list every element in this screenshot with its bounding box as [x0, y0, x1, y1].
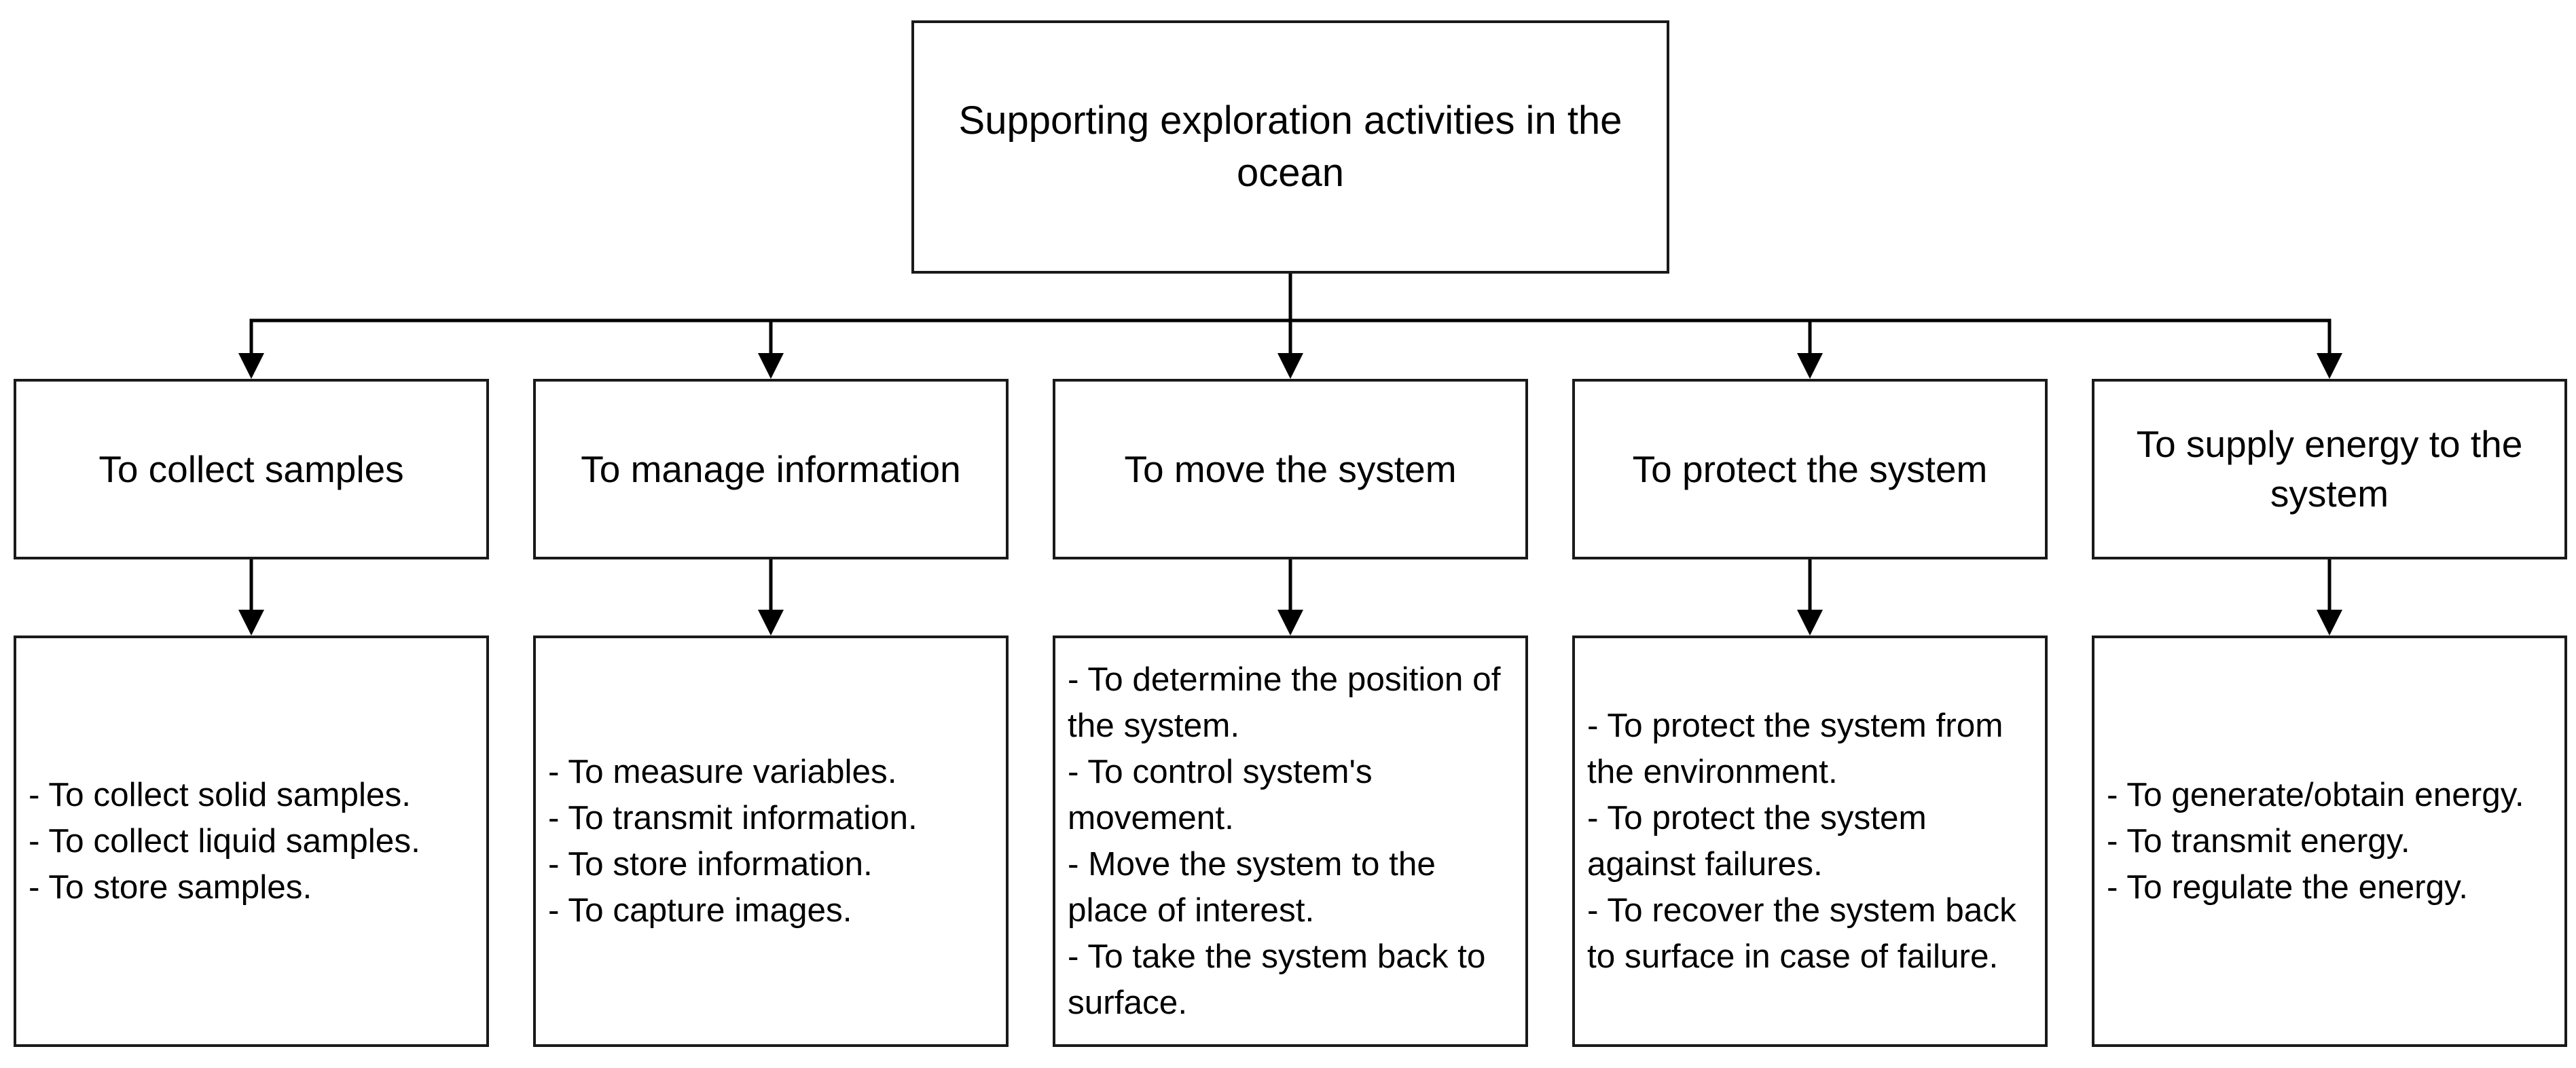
function-box-protect-system: To protect the system — [1572, 379, 2048, 559]
subfunction-item: - To collect liquid samples. — [29, 822, 420, 860]
subfunction-list: - To protect the system from the environ… — [1587, 703, 2033, 980]
arrow-to-function-0-head — [238, 353, 264, 379]
subfunction-item: - To recover the system back to surface … — [1587, 891, 2016, 975]
arrow-to-function-3-head — [1797, 353, 1823, 379]
subfunction-item: - To protect the system from the environ… — [1587, 707, 2003, 790]
arrow-to-subfunctions-2-head — [1277, 610, 1303, 636]
subfunction-list: - To determine the position of the syste… — [1068, 657, 1513, 1026]
function-label: To manage information — [581, 447, 961, 490]
subfunction-item: - To capture images. — [548, 891, 852, 929]
subfunction-list: - To measure variables. - To transmit in… — [548, 749, 918, 934]
subfunction-item: - To collect solid samples. — [29, 776, 412, 813]
function-label: To protect the system — [1632, 447, 1988, 490]
subfunction-item: - To generate/obtain energy. — [2107, 776, 2524, 813]
function-label: To collect samples — [98, 447, 404, 490]
function-label: To supply energy to the system — [2136, 423, 2523, 515]
subfunction-item: - To transmit information. — [548, 799, 918, 836]
subfunction-item: - To transmit energy. — [2107, 822, 2410, 860]
subfunction-box-move-system: - To determine the position of the syste… — [1053, 636, 1528, 1047]
root-function-label: Supporting exploration activities in the… — [958, 98, 1622, 195]
subfunction-box-supply-energy: - To generate/obtain energy. - To transm… — [2092, 636, 2567, 1047]
subfunction-item: - To store samples. — [29, 868, 312, 906]
function-label: To move the system — [1124, 447, 1457, 490]
function-box-supply-energy: To supply energy to the system — [2092, 379, 2567, 559]
arrow-to-function-4-head — [2317, 353, 2342, 379]
subfunction-item: - To control system's movement. — [1068, 753, 1373, 836]
arrow-to-subfunctions-0-head — [238, 610, 264, 636]
arrow-to-subfunctions-3-head — [1797, 610, 1823, 636]
subfunction-box-manage-information: - To measure variables. - To transmit in… — [533, 636, 1009, 1047]
subfunction-item: - To measure variables. — [548, 753, 897, 790]
subfunction-item: - To determine the position of the syste… — [1068, 661, 1501, 744]
subfunction-item: - To store information. — [548, 845, 873, 883]
arrow-to-function-2-head — [1277, 353, 1303, 379]
arrow-to-subfunctions-4-head — [2317, 610, 2342, 636]
subfunction-item: - To take the system back to surface. — [1068, 938, 1486, 1021]
subfunction-item: - Move the system to the place of intere… — [1068, 845, 1436, 929]
subfunction-list: - To generate/obtain energy. - To transm… — [2107, 772, 2524, 910]
arrow-to-subfunctions-1-head — [758, 610, 784, 636]
function-box-move-system: To move the system — [1053, 379, 1528, 559]
root-function-box: Supporting exploration activities in the… — [911, 20, 1669, 274]
subfunction-box-protect-system: - To protect the system from the environ… — [1572, 636, 2048, 1047]
arrow-to-function-1-head — [758, 353, 784, 379]
subfunction-item: - To protect the system against failures… — [1587, 799, 1927, 883]
subfunction-box-collect-samples: - To collect solid samples. - To collect… — [14, 636, 489, 1047]
subfunction-list: - To collect solid samples. - To collect… — [29, 772, 420, 910]
function-box-collect-samples: To collect samples — [14, 379, 489, 559]
function-box-manage-information: To manage information — [533, 379, 1009, 559]
subfunction-item: - To regulate the energy. — [2107, 868, 2469, 906]
